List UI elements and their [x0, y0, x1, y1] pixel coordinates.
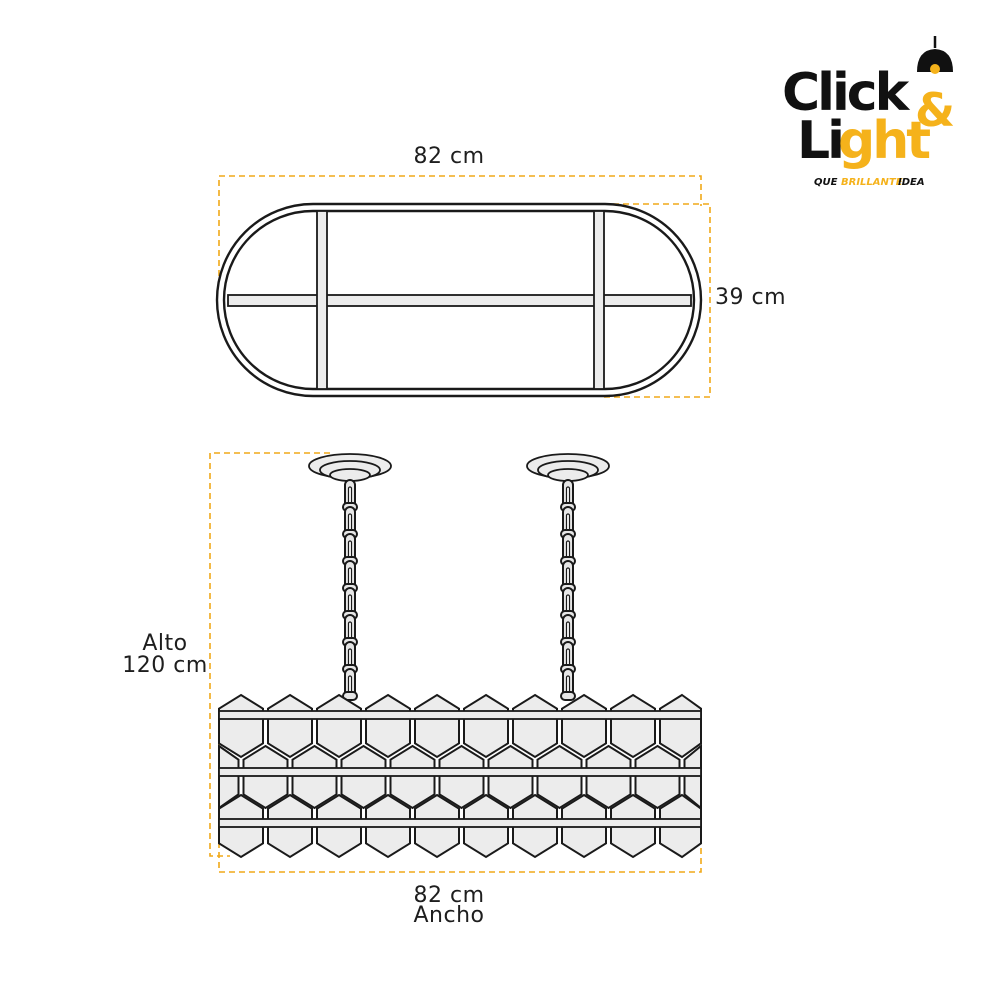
chain-link-hole [347, 513, 353, 532]
logo-word-click: Click [782, 63, 911, 123]
chain-link-hole [347, 594, 353, 613]
crystal-hexagon [585, 744, 632, 810]
left-ceiling-canopy [308, 453, 392, 482]
crystal-hexagon [561, 693, 607, 759]
top-width-dimension-line [218, 175, 702, 286]
crystal-hexagon [463, 693, 509, 759]
chain-link-hole [347, 486, 353, 505]
chain-link-hole [347, 648, 353, 667]
brand-logo: Click & Li ght QUE BRILLANTE IDEA [782, 36, 957, 188]
chain-link-hole [347, 567, 353, 586]
crystal-hexagon [438, 744, 485, 810]
chain-link-hole [565, 648, 571, 667]
crystal-hexagon [414, 693, 460, 759]
top-width-label: 82 cm [413, 144, 484, 169]
crystal-hexagon [340, 744, 387, 810]
logo-word-ght: ght [838, 111, 930, 171]
crystal-hexagon [291, 744, 338, 810]
crystal-hexagon [316, 693, 362, 759]
chain-link-hole [347, 540, 353, 559]
top-frame-horizontal-bar [227, 294, 692, 307]
crystal-hexagon [659, 693, 702, 759]
top-depth-label: 39 cm [715, 285, 786, 310]
chain-link-hole [565, 675, 571, 694]
top-view: 82 cm 39 cm [215, 144, 786, 398]
crystal-hexagon [218, 693, 264, 759]
chain-link-hole [565, 621, 571, 640]
top-depth-dimension-line [603, 203, 711, 398]
crystal-hexagon [512, 693, 558, 759]
shade-frame-middle-bar [218, 767, 702, 777]
crystal-hexagon [365, 693, 411, 759]
chain-link-cross [342, 691, 358, 701]
pendant-lamp-icon [917, 36, 953, 74]
right-ceiling-canopy [526, 453, 610, 482]
crystal-hexagon [389, 744, 436, 810]
top-frame-left-bar [316, 210, 328, 390]
front-width-label-ancho: Ancho [414, 903, 485, 928]
crystal-hexagon [634, 744, 681, 810]
front-height-dimension-line [209, 452, 330, 857]
crystal-hexagon [242, 744, 289, 810]
crystal-hexagon-shade [218, 693, 702, 859]
chain-link-hole [565, 513, 571, 532]
chain-link-hole [565, 594, 571, 613]
front-height-label-alto: Alto [142, 631, 187, 656]
chain-link-cross [560, 691, 576, 701]
crystal-hexagon [610, 693, 656, 759]
logo-tagline-brillante: BRILLANTE [841, 177, 903, 188]
front-height-label-value: 120 cm [122, 653, 208, 678]
logo-tagline-idea: IDEA [898, 177, 925, 188]
crystal-hexagon [487, 744, 534, 810]
logo-tagline-que: QUE [814, 177, 838, 188]
logo-ampersand: & [915, 83, 954, 137]
front-view: Alto 120 cm 82 cm Ancho [122, 452, 702, 928]
top-frame-right-bar [593, 210, 605, 390]
shade-frame-lower-bar [218, 818, 702, 828]
crystal-hexagon [267, 693, 313, 759]
front-width-label-value: 82 cm [413, 883, 484, 908]
logo-word-li: Li [797, 111, 842, 171]
chain-link-hole [565, 567, 571, 586]
chain-link-hole [565, 540, 571, 559]
right-suspension-chain [560, 479, 576, 701]
crystal-hexagon [536, 744, 583, 810]
chain-link-hole [347, 675, 353, 694]
chain-link-hole [347, 621, 353, 640]
left-suspension-chain [342, 479, 358, 701]
shade-frame-top-bar [218, 710, 702, 720]
chain-link-hole [565, 486, 571, 505]
